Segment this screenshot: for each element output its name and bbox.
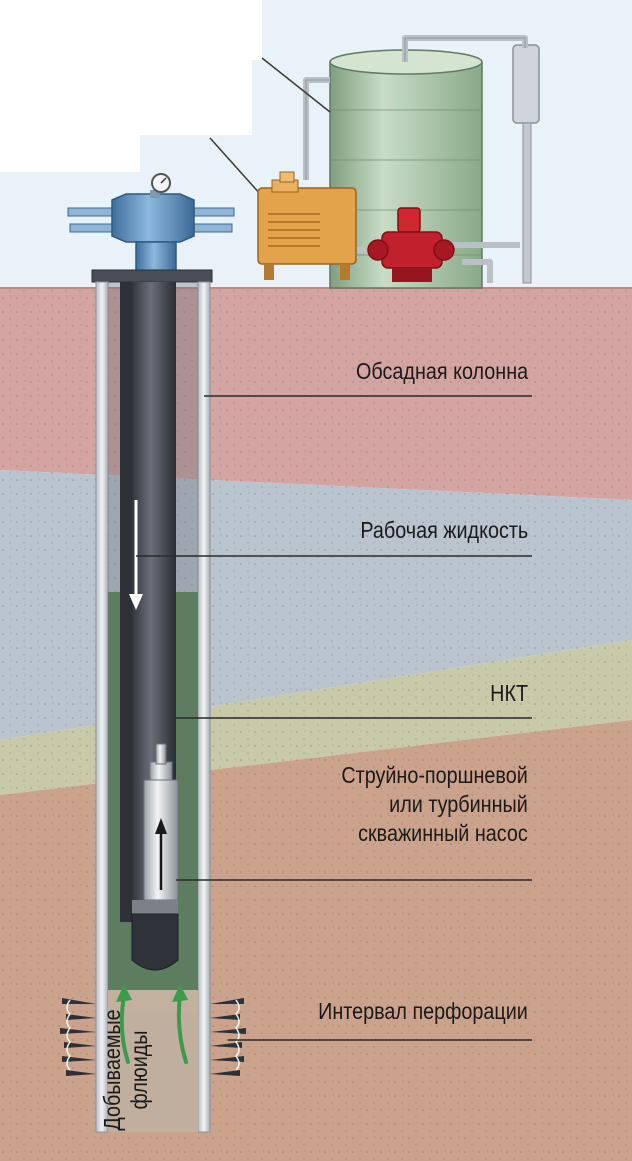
label-perforation: Интервал перфорации: [318, 998, 528, 1024]
power-unit: [257, 171, 357, 280]
produced-fluid-arrows: [119, 994, 188, 1064]
label-pump-line-1: Струйно-поршневой: [341, 762, 528, 788]
perforations: [60, 998, 246, 1076]
separator-column: [512, 44, 540, 284]
flow-up-arrow-icon: [155, 818, 167, 890]
label-casing: Обсадная колонна: [355, 358, 528, 384]
piping-outline: [305, 37, 526, 180]
label-produced-fluids-line-1: Добываемые: [99, 1009, 125, 1131]
callout-leaders: [136, 395, 532, 1041]
label-tubing: НКТ: [490, 680, 528, 706]
label-pump: Струйно-поршневой или турбинный скважинн…: [342, 761, 528, 848]
pressure-gauge-icon: [151, 173, 171, 193]
pointer-line-top: [209, 137, 263, 197]
label-pump-line-2: или турбинный: [389, 791, 528, 817]
label-pump-line-3: скважинный насос: [358, 820, 528, 846]
surface-pump: [367, 207, 455, 282]
pointer-line-top-2: [261, 57, 331, 113]
label-power-fluid: Рабочая жидкость: [360, 517, 528, 543]
wellhead: [67, 173, 235, 283]
white-corner: [0, 0, 262, 172]
label-produced-fluids-line-2: флюиды: [126, 1030, 152, 1110]
perforation-cracks: [66, 999, 240, 1071]
soil-texture: [0, 288, 632, 1161]
flow-down-arrow-icon: [129, 500, 143, 610]
